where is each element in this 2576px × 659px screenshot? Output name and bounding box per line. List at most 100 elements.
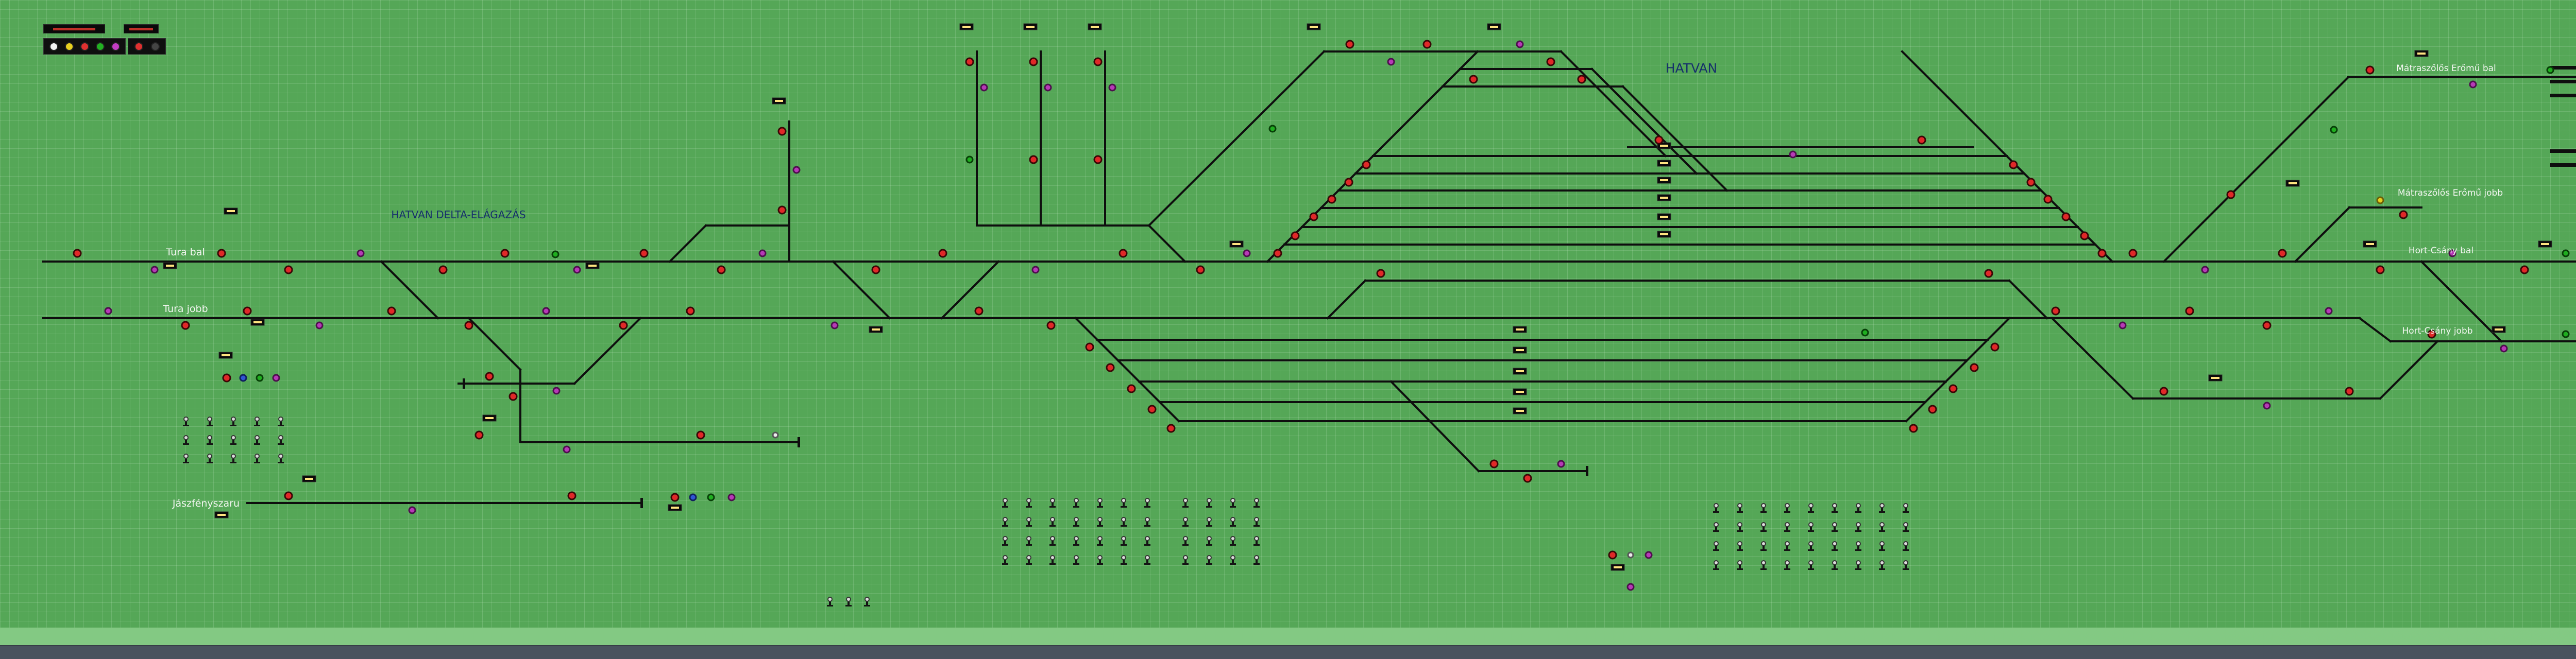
dwarf-signal-mast[interactable] [185, 438, 187, 444]
dwarf-signal-mast[interactable] [1905, 563, 1907, 569]
dwarf-signal-mast[interactable] [1810, 506, 1812, 512]
dwarf-signal-mast[interactable] [1099, 558, 1101, 564]
signal-r[interactable] [1093, 155, 1103, 164]
signal-r[interactable] [1948, 384, 1958, 393]
signal-m[interactable] [272, 374, 280, 382]
signal-r[interactable] [1928, 405, 1937, 414]
signal-r[interactable] [1917, 135, 1926, 145]
dwarf-signal-mast[interactable] [1881, 506, 1883, 512]
dwarf-signal-mast[interactable] [1905, 525, 1907, 531]
signal-r[interactable] [243, 306, 252, 316]
signal-r[interactable] [974, 306, 984, 316]
dwarf-signal-mast[interactable] [1052, 520, 1054, 526]
signal-w[interactable] [1627, 551, 1634, 559]
dwarf-signal-mast[interactable] [1146, 539, 1148, 545]
signal-g[interactable] [2330, 126, 2338, 134]
signal-r[interactable] [1523, 474, 1532, 483]
dwarf-signal-mast[interactable] [1184, 520, 1187, 526]
signal-r[interactable] [284, 265, 293, 274]
dwarf-signal-mast[interactable] [1028, 558, 1030, 564]
signal-r[interactable] [1309, 212, 1318, 221]
signal-m[interactable] [542, 307, 550, 315]
signal-g[interactable] [2562, 330, 2570, 338]
signal-r[interactable] [2399, 210, 2408, 219]
signal-r[interactable] [284, 491, 293, 500]
signal-m[interactable] [792, 166, 801, 174]
dwarf-signal-mast[interactable] [1075, 501, 1077, 507]
dwarf-signal-mast[interactable] [1905, 544, 1907, 550]
signal-r[interactable] [1376, 269, 1385, 278]
signal-r[interactable] [438, 265, 448, 274]
dwarf-signal-mast[interactable] [1739, 563, 1741, 569]
dwarf-signal-mast[interactable] [1786, 544, 1788, 550]
dwarf-signal-mast[interactable] [1184, 501, 1187, 507]
dwarf-signal-mast[interactable] [1232, 558, 1234, 564]
dwarf-signal-mast[interactable] [1857, 563, 1859, 569]
signal-r[interactable] [1970, 363, 1979, 372]
signal-r[interactable] [1422, 40, 1432, 49]
signal-y[interactable] [2376, 196, 2384, 204]
signal-r[interactable] [1118, 249, 1128, 258]
dwarf-signal-mast[interactable] [1004, 520, 1006, 526]
signal-r[interactable] [639, 249, 649, 258]
signal-m[interactable] [2119, 321, 2127, 330]
dwarf-signal-mast[interactable] [256, 420, 258, 425]
indicator-lamp[interactable] [80, 42, 89, 51]
signal-b[interactable] [239, 374, 247, 382]
signal-m[interactable] [758, 249, 767, 257]
signal-r[interactable] [2185, 306, 2194, 316]
signal-m[interactable] [980, 83, 988, 92]
dwarf-signal-mast[interactable] [1810, 525, 1812, 531]
signal-r[interactable] [2262, 321, 2272, 330]
signal-r[interactable] [619, 321, 628, 330]
signal-r[interactable] [1344, 178, 1353, 187]
dwarf-signal-mast[interactable] [1834, 563, 1836, 569]
dwarf-signal-mast[interactable] [1184, 558, 1187, 564]
dwarf-signal-mast[interactable] [1004, 501, 1006, 507]
dwarf-signal-mast[interactable] [848, 600, 850, 605]
signal-r[interactable] [1990, 342, 1999, 352]
signal-r[interactable] [485, 372, 494, 381]
dwarf-signal-mast[interactable] [209, 457, 211, 462]
signal-r[interactable] [217, 249, 226, 258]
signal-g[interactable] [1268, 125, 1277, 133]
dwarf-signal-mast[interactable] [1715, 506, 1717, 512]
signal-r[interactable] [670, 493, 680, 502]
signal-r[interactable] [2051, 306, 2060, 316]
signal-g[interactable] [2546, 66, 2554, 74]
signal-r[interactable] [1345, 40, 1354, 49]
dwarf-signal-mast[interactable] [1208, 558, 1210, 564]
signal-b[interactable] [689, 493, 697, 501]
dwarf-signal-mast[interactable] [1208, 520, 1210, 526]
signal-m[interactable] [2500, 344, 2508, 353]
dwarf-signal-mast[interactable] [1786, 563, 1788, 569]
signal-r[interactable] [500, 249, 510, 258]
dwarf-signal-mast[interactable] [1786, 506, 1788, 512]
signal-r[interactable] [1909, 424, 1918, 433]
dwarf-signal-mast[interactable] [1099, 520, 1101, 526]
dwarf-signal-mast[interactable] [1146, 520, 1148, 526]
signal-r[interactable] [777, 127, 787, 136]
indicator-lamp[interactable] [111, 42, 120, 51]
signal-m[interactable] [357, 249, 365, 257]
signal-r[interactable] [777, 205, 787, 215]
signal-r[interactable] [509, 392, 518, 401]
dwarf-signal-mast[interactable] [1208, 539, 1210, 545]
dwarf-signal-mast[interactable] [1762, 506, 1765, 512]
signal-r[interactable] [474, 430, 484, 440]
signal-r[interactable] [1093, 57, 1103, 66]
dwarf-signal-mast[interactable] [1881, 525, 1883, 531]
dwarf-signal-mast[interactable] [209, 438, 211, 444]
dwarf-signal-mast[interactable] [1028, 539, 1030, 545]
dwarf-signal-mast[interactable] [1905, 506, 1907, 512]
signal-m[interactable] [1031, 266, 1040, 274]
signal-m[interactable] [150, 266, 159, 274]
dwarf-signal-mast[interactable] [1184, 539, 1187, 545]
signal-m[interactable] [573, 266, 581, 274]
signal-m[interactable] [1516, 40, 1524, 48]
dwarf-signal-mast[interactable] [1739, 525, 1741, 531]
dwarf-signal-mast[interactable] [1052, 501, 1054, 507]
signal-r[interactable] [1577, 75, 1586, 84]
dwarf-signal-mast[interactable] [232, 438, 234, 444]
signal-r[interactable] [871, 265, 880, 274]
